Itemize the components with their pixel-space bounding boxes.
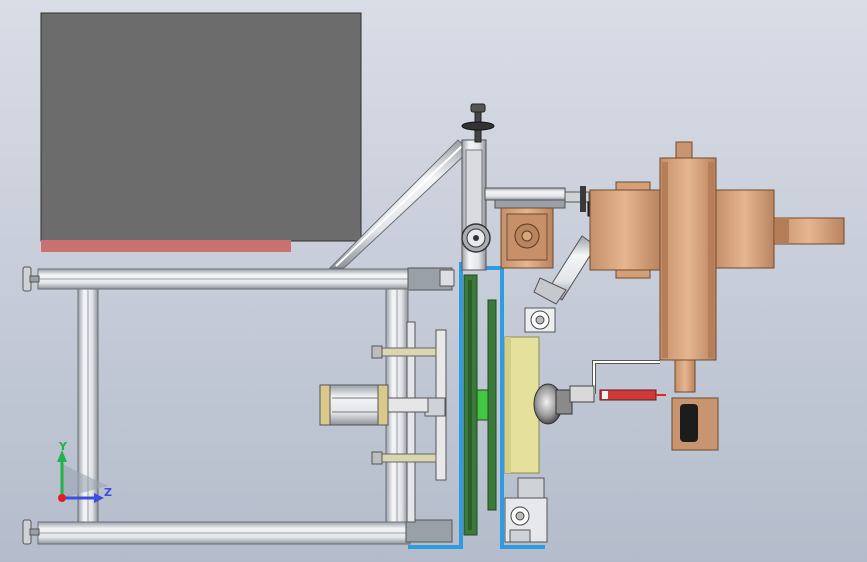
mounting-plate bbox=[371, 321, 447, 523]
frame-bottom-rail bbox=[37, 519, 453, 545]
dark-enclosure-panel bbox=[40, 12, 362, 252]
pneumatic-cylinder bbox=[319, 384, 429, 426]
frame-top-rail bbox=[37, 267, 455, 291]
lower-guide-block bbox=[504, 477, 548, 543]
upper-idler-block bbox=[524, 307, 556, 333]
linear-actuator bbox=[589, 141, 845, 451]
coordinate-triad bbox=[57, 450, 108, 503]
red-sensor bbox=[599, 389, 666, 401]
sensor-bracket bbox=[592, 360, 660, 394]
copper-gearbox bbox=[500, 207, 554, 269]
leveling-feet bbox=[22, 266, 40, 545]
lamp-bowl bbox=[533, 383, 595, 425]
khaki-housing bbox=[504, 336, 540, 474]
triad-y-label: Y bbox=[59, 440, 67, 453]
green-wheel-assembly bbox=[463, 274, 497, 536]
triad-z-label: Z bbox=[104, 486, 112, 499]
gear-roller bbox=[461, 223, 491, 253]
